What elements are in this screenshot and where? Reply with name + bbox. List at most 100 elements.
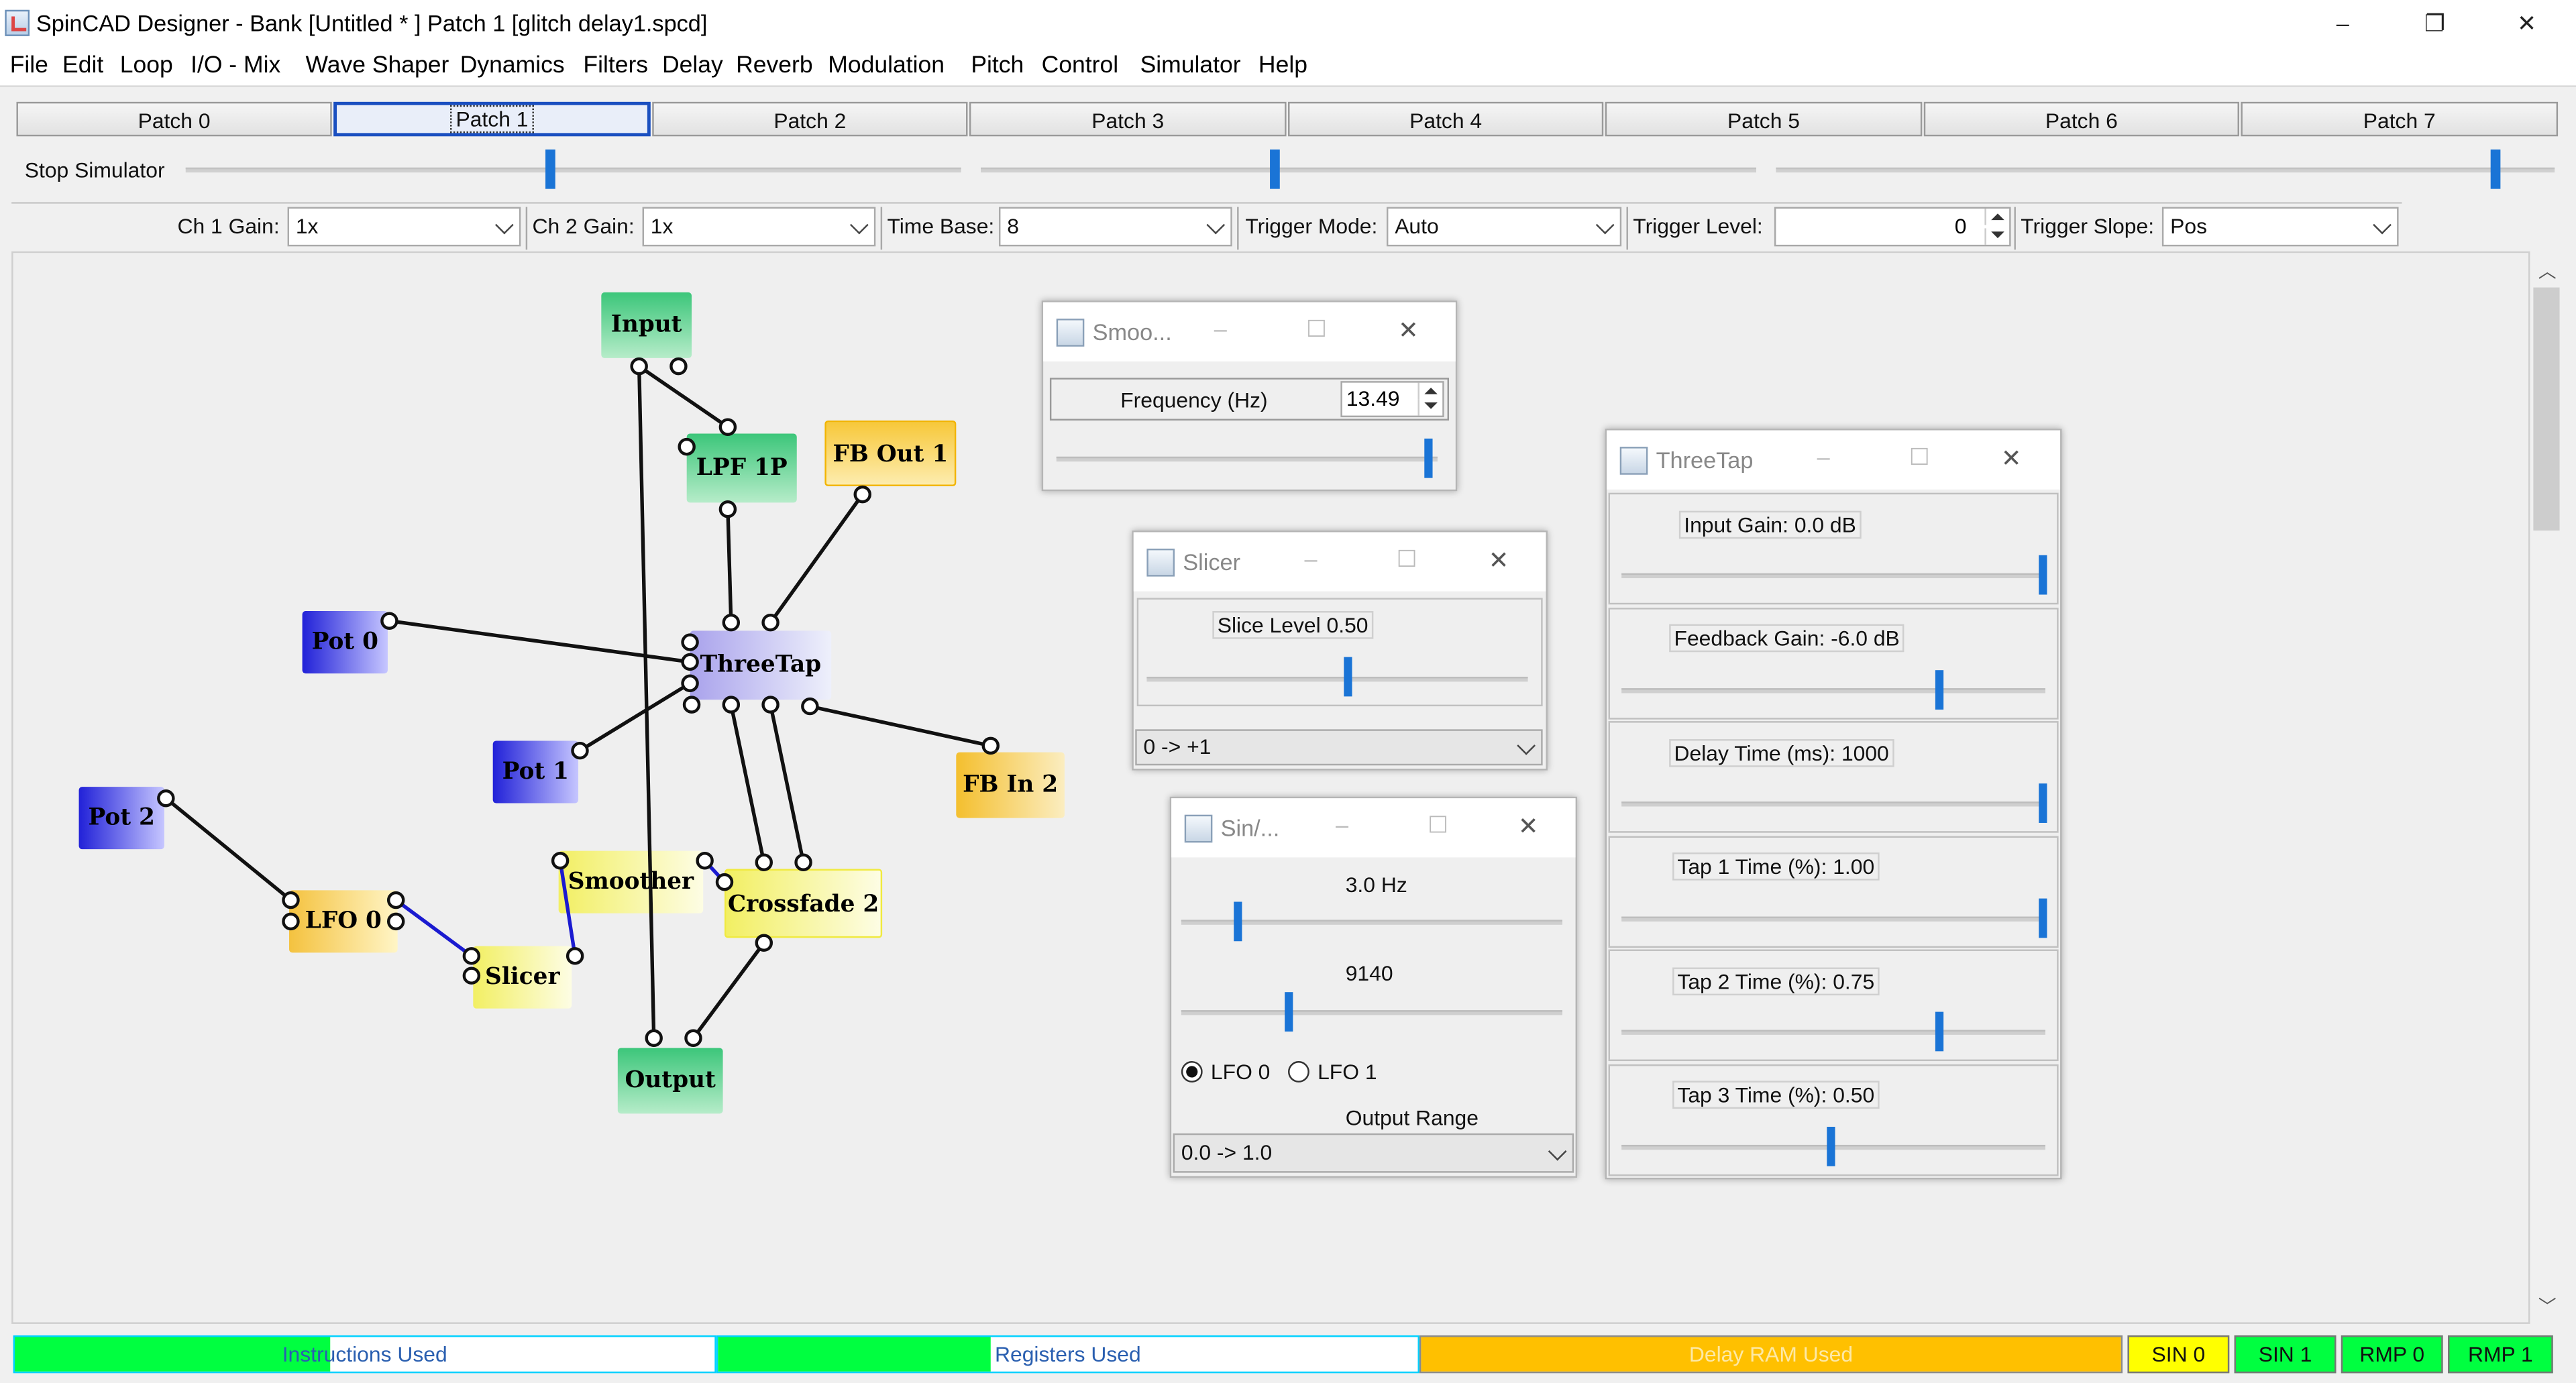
frequency-slider-track[interactable] (1056, 456, 1438, 462)
pin[interactable] (380, 612, 398, 630)
pin[interactable] (696, 852, 714, 870)
wire[interactable] (692, 942, 765, 1040)
block-output[interactable]: Output (617, 1048, 723, 1114)
window-header[interactable]: ThreeTap – ☐ ✕ (1607, 430, 2061, 490)
tap2-time-slider-track[interactable] (1621, 1030, 2046, 1035)
delay-time-slider-track[interactable] (1621, 801, 2046, 807)
block-fb-in-2[interactable]: FB In 2 (956, 752, 1065, 818)
feedback-gain-slider-track[interactable] (1621, 688, 2046, 694)
block-fb-out-1[interactable]: FB Out 1 (824, 420, 957, 486)
wire[interactable] (638, 364, 729, 429)
tap1-time-slider-track[interactable] (1621, 916, 2046, 922)
block-input[interactable]: Input (601, 292, 692, 358)
lfo0-radio[interactable] (1181, 1061, 1203, 1083)
minimize-icon[interactable]: – (1214, 315, 1227, 342)
pin[interactable] (718, 418, 737, 436)
close-icon[interactable]: ✕ (2000, 445, 2022, 474)
pin[interactable] (551, 852, 570, 870)
pin[interactable] (722, 613, 741, 632)
tab-patch-5[interactable]: Patch 5 (1605, 101, 1923, 137)
sim-slider-2-thumb[interactable] (1270, 149, 1280, 189)
lfo1-radio[interactable] (1288, 1061, 1309, 1083)
pin[interactable] (678, 437, 696, 456)
pin[interactable] (794, 853, 812, 871)
minimize-icon[interactable]: – (1817, 443, 1830, 470)
pin[interactable] (715, 873, 734, 891)
tab-patch-6[interactable]: Patch 6 (1923, 101, 2239, 137)
menu-dynamics[interactable]: Dynamics (460, 52, 565, 79)
tab-patch-4[interactable]: Patch 4 (1288, 101, 1604, 137)
sim-slider-2-track[interactable] (981, 167, 1756, 173)
trigger-mode-select[interactable]: Auto (1386, 207, 1622, 247)
sim-slider-3-thumb[interactable] (2490, 149, 2501, 189)
pin[interactable] (682, 696, 701, 714)
window-header[interactable]: Smoo... – ☐ ✕ (1043, 302, 1456, 362)
block-crossfade-2[interactable]: Crossfade 2 (724, 869, 883, 938)
pin[interactable] (282, 912, 300, 931)
window-header[interactable]: Slicer – ☐ ✕ (1133, 532, 1546, 592)
time-base-select[interactable]: 8 (998, 207, 1232, 247)
pin[interactable] (755, 853, 773, 871)
menu-simulator[interactable]: Simulator (1140, 52, 1241, 79)
pin[interactable] (669, 357, 688, 376)
menu-reverb[interactable]: Reverb (736, 52, 813, 79)
slicer-range-select[interactable]: 0 -> +1 (1135, 729, 1543, 766)
wire[interactable] (637, 366, 656, 1038)
scroll-up-icon[interactable]: ︿ (2538, 262, 2557, 283)
frequency-spinner[interactable]: 13.49 (1340, 381, 1444, 418)
pin[interactable] (718, 500, 737, 518)
close-icon[interactable]: ✕ (1517, 813, 1539, 841)
tab-patch-2[interactable]: Patch 2 (652, 101, 968, 137)
pin[interactable] (684, 1029, 702, 1047)
slice-level-slider-track[interactable] (1146, 676, 1528, 682)
maximize-icon[interactable]: ☐ (1909, 443, 1930, 470)
sim-slider-1-track[interactable] (185, 167, 961, 173)
wire[interactable] (389, 619, 690, 664)
pin[interactable] (761, 696, 780, 714)
menu-help[interactable]: Help (1258, 52, 1307, 79)
menu-io-mix[interactable]: I/O - Mix (191, 52, 281, 79)
input-gain-slider-track[interactable] (1621, 573, 2046, 579)
pin[interactable] (681, 633, 699, 651)
maximize-icon[interactable]: ☐ (1396, 545, 1417, 572)
block-smoother[interactable]: Smoother (558, 850, 704, 914)
tap3-time-slider-thumb[interactable] (1827, 1127, 1835, 1166)
pin[interactable] (157, 789, 175, 808)
minimize-button[interactable]: – (2336, 9, 2349, 36)
pin[interactable] (571, 741, 589, 760)
scrollbar-thumb[interactable] (2533, 287, 2560, 531)
block-pot-1[interactable]: Pot 1 (492, 740, 579, 804)
trigger-level-spinner[interactable]: 0 (1774, 207, 2011, 247)
trigger-slope-select[interactable]: Pos (2161, 207, 2399, 247)
pin[interactable] (722, 696, 741, 714)
menu-pitch[interactable]: Pitch (971, 52, 1024, 79)
tab-patch-7[interactable]: Patch 7 (2241, 101, 2559, 137)
lfo-rate-slider-thumb[interactable] (1234, 901, 1242, 942)
tap1-time-slider-thumb[interactable] (2039, 898, 2047, 938)
block-pot-0[interactable]: Pot 0 (302, 611, 388, 674)
wire[interactable] (579, 681, 691, 753)
minimize-icon[interactable]: – (1304, 545, 1318, 572)
block-pot-2[interactable]: Pot 2 (78, 787, 164, 850)
pin[interactable] (386, 891, 405, 909)
menu-file[interactable]: File (9, 52, 48, 79)
wire[interactable] (768, 704, 806, 863)
menu-delay[interactable]: Delay (661, 52, 723, 79)
spin-up-icon[interactable] (1984, 209, 2007, 225)
menu-wave-shaper[interactable]: Wave Shaper (305, 52, 449, 79)
minimize-icon[interactable]: – (1336, 811, 1349, 838)
lfo-width-slider-thumb[interactable] (1285, 992, 1293, 1032)
close-button[interactable]: ✕ (2517, 9, 2536, 36)
canvas-scrollbar[interactable]: ︿ ﹀ (2530, 254, 2563, 1323)
pin[interactable] (853, 485, 871, 504)
wire[interactable] (164, 797, 292, 902)
tap2-time-slider-thumb[interactable] (1935, 1011, 1944, 1052)
sim-slider-3-track[interactable] (1776, 167, 2555, 173)
spin-down-icon[interactable] (1417, 399, 1440, 416)
block-threetap[interactable]: ThreeTap (690, 630, 832, 700)
restore-button[interactable]: ❐ (2424, 9, 2445, 36)
ch2-gain-select[interactable]: 1x (642, 207, 876, 247)
pin[interactable] (761, 613, 780, 632)
sim-slider-1-thumb[interactable] (545, 149, 555, 189)
pin[interactable] (282, 891, 300, 909)
